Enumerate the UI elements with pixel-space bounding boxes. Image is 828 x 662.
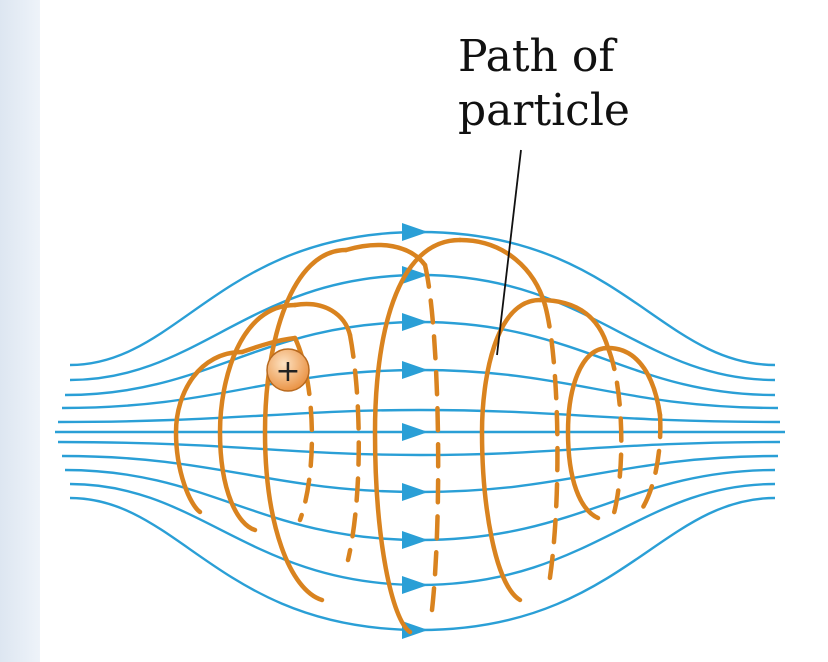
helix-loop-front — [217, 302, 298, 533]
helix-loop-front — [565, 345, 611, 521]
field-arrow-icon — [402, 223, 428, 241]
helix-loop-hidden — [542, 302, 560, 593]
helix-loop-hidden — [422, 262, 441, 613]
field-line — [64, 320, 776, 397]
field-line — [69, 482, 776, 587]
label-line-1: Path of — [458, 31, 615, 82]
field-arrow-icon — [402, 313, 428, 331]
positive-particle: + — [266, 348, 310, 392]
field-arrow-icon — [402, 531, 428, 549]
field-line — [61, 368, 779, 410]
field-line — [57, 440, 781, 457]
helix-loop-back — [343, 242, 428, 268]
helix-loop-hidden — [637, 412, 663, 515]
field-line — [61, 454, 779, 494]
helix-loop-front — [479, 297, 543, 603]
field-line — [69, 273, 776, 382]
path-of-particle-label: Path of particle — [458, 30, 630, 138]
field-arrows — [402, 223, 428, 639]
helix-loop-hidden — [345, 332, 361, 563]
helix-loop-back — [239, 335, 298, 355]
helix-loop-back — [605, 345, 663, 418]
field-arrow-icon — [402, 576, 428, 594]
helix-loop-front — [173, 349, 245, 515]
field-line — [57, 408, 781, 424]
particle-path — [173, 237, 663, 635]
helix-loop-hidden — [605, 345, 624, 523]
helix-loop-back — [537, 297, 611, 351]
particle-path-hidden — [292, 262, 663, 613]
label-pointer-line — [496, 149, 522, 356]
field-line — [69, 496, 776, 632]
particle-circle — [266, 348, 310, 392]
side-gradient-strip — [0, 0, 40, 662]
helix-loop-front — [262, 247, 349, 603]
particle-charge-symbol: + — [275, 354, 300, 389]
field-arrow-icon — [402, 423, 428, 441]
field-arrow-icon — [402, 621, 428, 639]
field-arrow-icon — [402, 361, 428, 379]
field-arrow-icon — [402, 483, 428, 501]
helix-loop-back — [457, 237, 548, 308]
helix-loop-back — [292, 301, 353, 338]
helix-loop-front — [372, 237, 463, 635]
label-line-2: particle — [458, 85, 630, 136]
